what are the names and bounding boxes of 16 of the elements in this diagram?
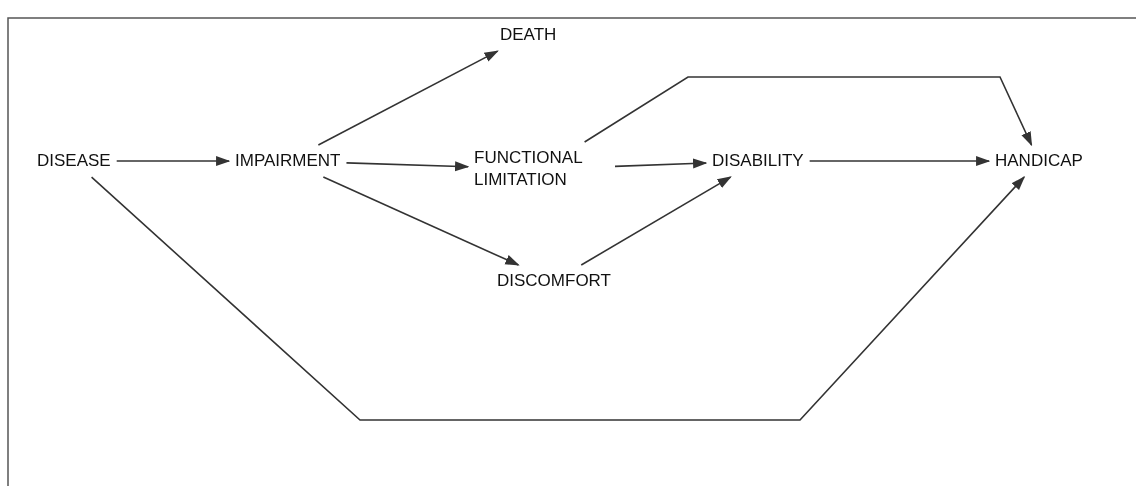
node-label: DISABILITY — [709, 148, 807, 175]
node-label: DEATH — [497, 22, 560, 49]
node-label: IMPAIRMENT — [232, 148, 344, 175]
arrow — [614, 158, 708, 169]
arrow — [808, 156, 991, 167]
arrow — [322, 176, 520, 266]
node-label: DISCOMFORT — [494, 268, 614, 295]
node-label: DISEASE — [34, 148, 114, 175]
arrow — [345, 161, 470, 172]
arrow — [115, 156, 231, 167]
arrow — [317, 50, 499, 146]
arrow — [583, 76, 1033, 147]
arrow — [580, 176, 732, 266]
node-label: HANDICAP — [992, 148, 1086, 175]
arrow — [90, 176, 1026, 421]
node-label: FUNCTIONAL LIMITATION — [471, 145, 612, 194]
